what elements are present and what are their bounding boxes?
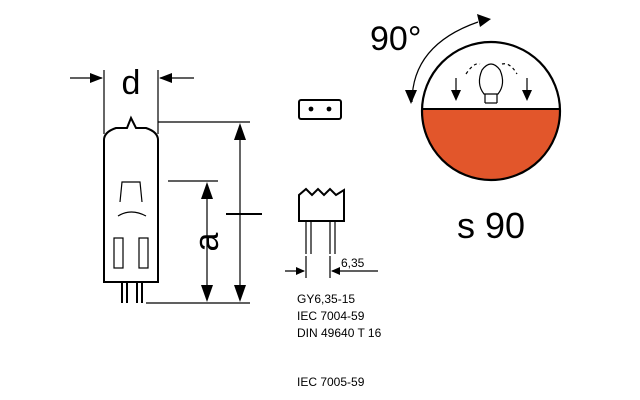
base-top-view <box>298 99 342 120</box>
spec-line-din: DIN 49640 T 16 <box>297 326 382 340</box>
a-arrow-top <box>201 182 213 199</box>
inner-lead-right <box>138 237 149 269</box>
spec-line-base: GY6,35-15 <box>297 292 355 306</box>
footer-standard: IEC 7005-59 <box>297 375 365 389</box>
down-arrows <box>451 63 532 101</box>
rotation-arrow-bottom <box>405 90 417 104</box>
filament <box>119 181 143 203</box>
lamp-drawing: d a <box>70 64 262 304</box>
spec-line-iec: IEC 7004-59 <box>297 309 365 323</box>
spacing-arrow-left <box>296 267 305 275</box>
length-arrow-bottom <box>234 285 246 302</box>
d-arrow-left <box>90 73 103 83</box>
a-arrow-bottom <box>201 285 213 302</box>
burning-position-label: s 90 <box>457 205 525 246</box>
angle-label: 90° <box>370 20 421 58</box>
d-arrow-right <box>159 73 172 83</box>
burning-circle-outline <box>420 40 562 182</box>
height-label: a <box>188 232 226 251</box>
rotation-arrow-top <box>477 14 491 27</box>
base-hole-right <box>326 106 332 112</box>
length-arrow-top <box>234 123 246 140</box>
diameter-label: d <box>122 64 141 102</box>
burning-position-fill <box>422 109 560 180</box>
spacing-arrow-right <box>331 267 340 275</box>
pin-spacing-label: 6,35 <box>341 256 365 270</box>
lamp-bulb-outline <box>103 115 159 283</box>
inner-lead-left <box>113 237 124 269</box>
bulb-icon <box>478 63 504 104</box>
base-hole-left <box>308 106 314 112</box>
burning-position: 90° s 90 <box>370 14 562 246</box>
base-side-body <box>298 187 345 222</box>
filament-support <box>117 211 147 217</box>
base-detail: 6,35 GY6,35-15 IEC 7004-59 DIN 49640 T 1… <box>285 99 382 340</box>
